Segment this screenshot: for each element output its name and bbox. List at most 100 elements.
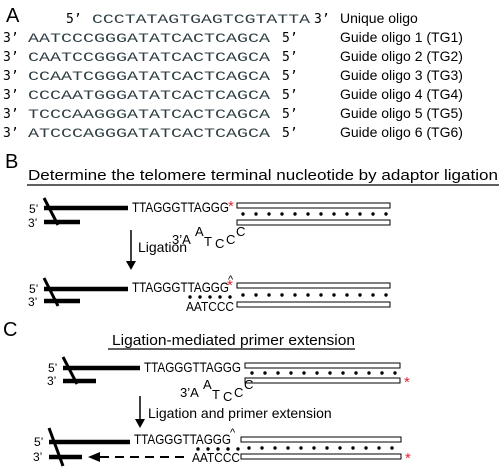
pairing-dots bbox=[188, 293, 388, 299]
label-5prime: 5’ bbox=[29, 202, 38, 216]
ligation-extension-label: Ligation and primer extension bbox=[148, 405, 332, 421]
panel-c-adaptor-before: * 3’A A T C C C bbox=[180, 362, 410, 404]
guide-oligo-row-1: 3’ AATCCCGGGATATCACTCAGCA 5’ Guide oligo… bbox=[3, 29, 463, 46]
panel-c-extension-arrow: Ligation and primer extension bbox=[135, 396, 332, 428]
panel-b-ligation-arrow: Ligation bbox=[126, 230, 187, 270]
pairing-dots bbox=[250, 371, 397, 375]
guide-oligo-1-5prime: 5’ bbox=[282, 31, 298, 46]
panel-c-telomere-before: 5’ 3’ TTAGGGTTAGGG bbox=[47, 356, 241, 388]
label-3prime: 3’ bbox=[47, 374, 56, 388]
adaptor-3prime-a: 3’A bbox=[172, 232, 191, 247]
terminal-star: * bbox=[227, 277, 233, 294]
guide-oligo-row-3: 3’ CCAATCGGGATATCACTCAGCA 5’ Guide oligo… bbox=[3, 67, 463, 84]
ligation-caret: ^ bbox=[230, 427, 236, 439]
adaptor-top-strand bbox=[236, 202, 391, 209]
guide-oligo-6-name: Guide oligo 6 (TG6) bbox=[340, 124, 463, 140]
panel-b-telomere-after: 5’ 3’ TTAGGGTTAGGG * ^ bbox=[28, 274, 234, 309]
guide-oligo-4-name: Guide oligo 4 (TG4) bbox=[340, 86, 463, 102]
telomere-seq: TTAGGGTTAGGG bbox=[144, 359, 241, 375]
guide-oligo-3-3prime: 3’ bbox=[3, 69, 19, 84]
ligated-bottom-seq: AATCCC bbox=[186, 299, 234, 314]
unique-oligo-row: 5’ CCCTATAGTGAGTCGTATTA 3’ Unique oligo bbox=[66, 10, 418, 27]
guide-oligo-1-seq: AATCCCGGGATATCACTCAGCA bbox=[28, 31, 270, 46]
telomere-seq: TTAGGGTTAGGG bbox=[132, 279, 229, 295]
panel-c-label: C bbox=[3, 319, 17, 341]
guide-oligo-5-seq: TCCCAAGGGATATCACTCAGCA bbox=[28, 107, 270, 122]
adaptor-bottom-strand bbox=[236, 301, 391, 308]
panel-c-telomere-after: 5’ 3’ TTAGGGTTAGGG ^ bbox=[33, 427, 236, 467]
guide-oligo-4-5prime: 5’ bbox=[282, 88, 298, 103]
adaptor-3prime-a: 3’A bbox=[180, 385, 199, 400]
guide-oligo-3-name: Guide oligo 3 (TG3) bbox=[340, 67, 463, 83]
panel-c-extension-product: AATCCC * bbox=[88, 436, 411, 467]
telomere-seq: TTAGGGTTAGGG bbox=[132, 199, 229, 215]
adaptor-overhang-3: C bbox=[215, 236, 224, 251]
adaptor-bottom-strand bbox=[240, 453, 402, 460]
extension-arrow-head bbox=[88, 452, 100, 462]
terminal-star: * bbox=[228, 198, 234, 215]
guide-oligo-2-3prime: 3’ bbox=[3, 50, 19, 65]
guide-oligo-5-name: Guide oligo 5 (TG5) bbox=[340, 105, 463, 121]
guide-oligo-4-seq: CCCAATGGGATATCACTCAGCA bbox=[28, 88, 270, 103]
guide-oligo-3-5prime: 5’ bbox=[282, 69, 298, 84]
panel-b-label: B bbox=[5, 151, 18, 173]
panel-b-telomere-before: 5’ 3’ TTAGGGTTAGGG * bbox=[28, 197, 234, 230]
guide-oligo-row-2: 3’ CAATCCGGGATATCACTCAGCA 5’ Guide oligo… bbox=[3, 48, 463, 65]
panel-a-label: A bbox=[6, 5, 20, 27]
unique-oligo-5prime: 5’ bbox=[66, 12, 82, 27]
panel-b-title: Determine the telomere terminal nucleoti… bbox=[28, 167, 498, 184]
label-5prime: 5’ bbox=[29, 282, 38, 296]
panel-b-adaptor-before: 3’A A T C C C bbox=[172, 202, 391, 251]
label-3prime: 3’ bbox=[28, 295, 37, 309]
primer-star: * bbox=[404, 374, 410, 391]
panel-b-adaptor-after: AATCCC bbox=[186, 282, 391, 314]
adaptor-overhang-4: C bbox=[234, 385, 243, 400]
label-5prime: 5’ bbox=[48, 361, 57, 375]
label-5prime: 5’ bbox=[34, 435, 43, 449]
pairing-dots bbox=[241, 212, 388, 216]
label-3prime: 3’ bbox=[33, 450, 42, 464]
guide-oligo-5-5prime: 5’ bbox=[282, 107, 298, 122]
guide-oligo-4-3prime: 3’ bbox=[3, 88, 19, 103]
arrow-head bbox=[135, 419, 145, 428]
adaptor-overhang-4: C bbox=[226, 232, 235, 247]
adaptor-overhang-5: C bbox=[236, 224, 245, 239]
guide-oligo-6-seq: ATCCCAGGGATATCACTCAGCA bbox=[28, 126, 270, 141]
ligation-label: Ligation bbox=[138, 239, 187, 255]
guide-oligo-1-name: Guide oligo 1 (TG1) bbox=[340, 29, 463, 45]
panel-c-title: Ligation-mediated primer extension bbox=[112, 332, 355, 349]
guide-oligo-2-name: Guide oligo 2 (TG2) bbox=[340, 48, 463, 64]
adaptor-overhang-3: C bbox=[223, 389, 232, 404]
guide-oligo-6-5prime: 5’ bbox=[282, 126, 298, 141]
guide-oligo-5-3prime: 3’ bbox=[3, 107, 19, 122]
adaptor-overhang-2: T bbox=[212, 387, 220, 402]
guide-oligo-2-seq: CAATCCGGGATATCACTCAGCA bbox=[28, 50, 270, 65]
unique-oligo-3prime: 3’ bbox=[314, 12, 330, 27]
unique-oligo-name: Unique oligo bbox=[340, 10, 418, 26]
adaptor-overhang-1: A bbox=[203, 377, 212, 392]
adaptor-bottom-strand bbox=[244, 377, 401, 384]
unique-oligo-seq: CCCTATAGTGAGTCGTATTA bbox=[92, 12, 310, 27]
guide-oligo-row-5: 3’ TCCCAAGGGATATCACTCAGCA 5’ Guide oligo… bbox=[3, 105, 463, 122]
adaptor-top-strand bbox=[244, 362, 401, 369]
guide-oligo-row-6: 3’ ATCCCAGGGATATCACTCAGCA 5’ Guide oligo… bbox=[3, 124, 463, 141]
adaptor-top-strand bbox=[240, 436, 402, 443]
guide-oligo-6-3prime: 3’ bbox=[3, 126, 19, 141]
adaptor-overhang-1: A bbox=[195, 224, 204, 239]
guide-oligo-row-4: 3’ CCCAATGGGATATCACTCAGCA 5’ Guide oligo… bbox=[3, 86, 463, 103]
pairing-dots bbox=[196, 446, 394, 451]
guide-oligo-1-3prime: 3’ bbox=[3, 31, 19, 46]
ligation-caret: ^ bbox=[228, 274, 234, 286]
adaptor-overhang-5: C bbox=[244, 377, 253, 392]
telomere-seq: TTAGGGTTAGGG bbox=[134, 431, 231, 447]
primer-star: * bbox=[405, 450, 411, 467]
guide-oligo-3-seq: CCAATCGGGATATCACTCAGCA bbox=[28, 69, 270, 84]
adaptor-top-strand bbox=[236, 282, 391, 289]
adaptor-bottom-strand bbox=[236, 219, 391, 226]
guide-oligo-2-5prime: 5’ bbox=[282, 50, 298, 65]
break-slash bbox=[47, 427, 65, 467]
arrow-head bbox=[126, 261, 136, 270]
ligated-bottom-seq: AATCCC bbox=[192, 450, 240, 465]
